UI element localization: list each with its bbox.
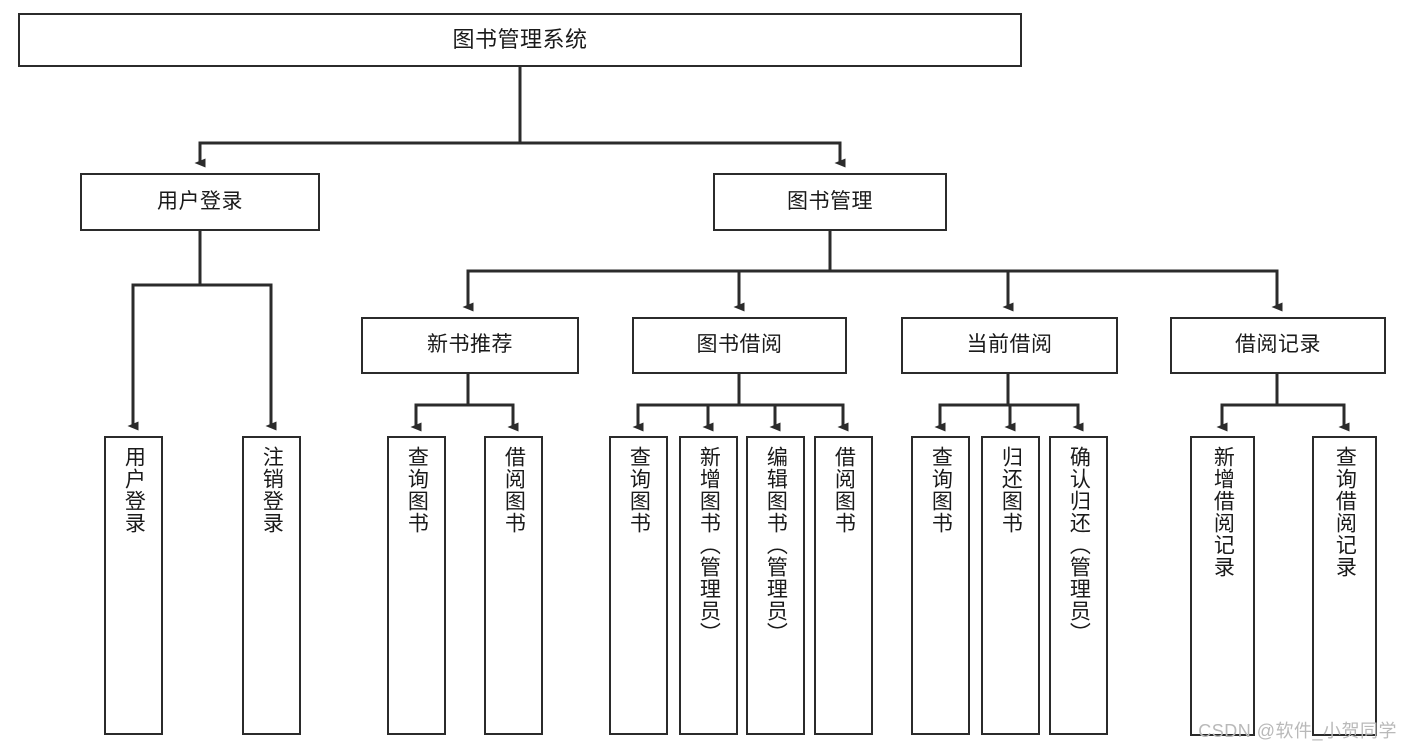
leaf-add-borrow-record-label: 新增借阅记录 xyxy=(1211,446,1235,578)
leaf-logout[interactable]: 注销登录 xyxy=(242,436,301,735)
node-current-borrow-label: 当前借阅 xyxy=(966,333,1053,357)
node-book-management[interactable]: 图书管理 xyxy=(713,173,947,231)
leaf-return-books[interactable]: 归还图书 xyxy=(981,436,1040,735)
leaf-confirm-return-admin-label: 确认归还（管理员） xyxy=(1067,446,1091,644)
node-user-login-label: 用户登录 xyxy=(157,189,243,213)
leaf-borrow-books-recommend-label: 借阅图书 xyxy=(502,446,526,534)
node-user-login[interactable]: 用户登录 xyxy=(80,173,320,231)
node-root-label: 图书管理系统 xyxy=(452,27,588,53)
leaf-borrow-books[interactable]: 借阅图书 xyxy=(814,436,873,735)
leaf-query-borrow-record-label: 查询借阅记录 xyxy=(1333,446,1357,578)
leaf-logout-label: 注销登录 xyxy=(260,446,284,534)
node-borrow-records-label: 借阅记录 xyxy=(1235,333,1321,357)
leaf-query-books-borrow[interactable]: 查询图书 xyxy=(609,436,668,735)
leaf-query-books-current-label: 查询图书 xyxy=(929,446,953,534)
leaf-user-login[interactable]: 用户登录 xyxy=(104,436,163,735)
leaf-return-books-label: 归还图书 xyxy=(999,446,1023,534)
node-book-borrow-label: 图书借阅 xyxy=(696,333,783,357)
leaf-edit-book-admin[interactable]: 编辑图书（管理员） xyxy=(746,436,805,735)
node-book-borrow[interactable]: 图书借阅 xyxy=(632,317,847,374)
node-new-book-recommend-label: 新书推荐 xyxy=(427,333,513,357)
node-current-borrow[interactable]: 当前借阅 xyxy=(901,317,1118,374)
leaf-add-book-admin[interactable]: 新增图书（管理员） xyxy=(679,436,738,735)
leaf-query-books-borrow-label: 查询图书 xyxy=(627,446,651,534)
leaf-query-books-recommend[interactable]: 查询图书 xyxy=(387,436,446,735)
node-book-management-label: 图书管理 xyxy=(787,189,873,213)
node-root[interactable]: 图书管理系统 xyxy=(18,13,1022,67)
leaf-borrow-books-recommend[interactable]: 借阅图书 xyxy=(484,436,543,735)
leaf-add-book-admin-label: 新增图书（管理员） xyxy=(697,446,721,644)
leaf-edit-book-admin-label: 编辑图书（管理员） xyxy=(764,446,788,644)
leaf-query-books-recommend-label: 查询图书 xyxy=(405,446,429,534)
leaf-query-books-current[interactable]: 查询图书 xyxy=(911,436,970,735)
leaf-query-borrow-record[interactable]: 查询借阅记录 xyxy=(1312,436,1377,736)
node-new-book-recommend[interactable]: 新书推荐 xyxy=(361,317,579,374)
leaf-add-borrow-record[interactable]: 新增借阅记录 xyxy=(1190,436,1255,736)
node-borrow-records[interactable]: 借阅记录 xyxy=(1170,317,1386,374)
leaf-confirm-return-admin[interactable]: 确认归还（管理员） xyxy=(1049,436,1108,735)
leaf-user-login-label: 用户登录 xyxy=(122,446,146,534)
leaf-borrow-books-label: 借阅图书 xyxy=(832,446,856,534)
